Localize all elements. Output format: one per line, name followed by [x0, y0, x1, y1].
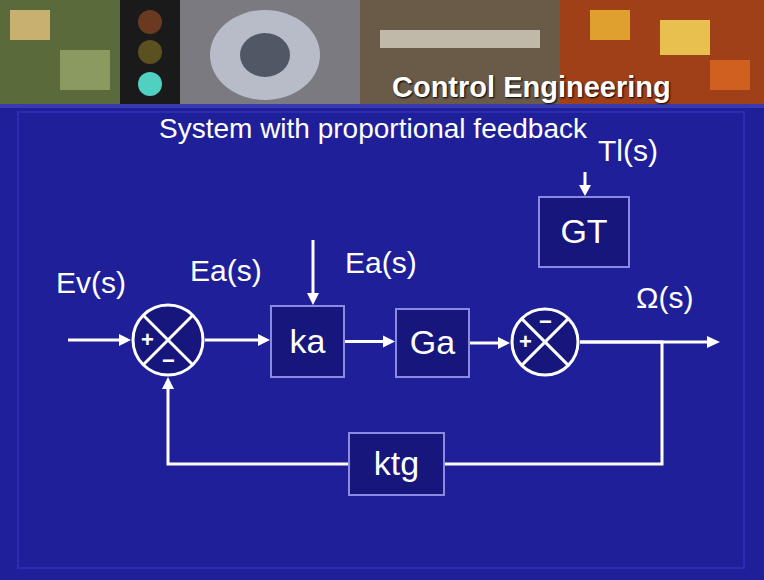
summing-junction: +− [510, 307, 580, 377]
lamp [138, 10, 162, 34]
disturbance-arrow [584, 172, 587, 186]
signal-line [162, 377, 348, 464]
block-box: GT [538, 196, 630, 268]
sign-symbol: − [539, 311, 552, 333]
arrow-head [307, 293, 319, 305]
signal-line [345, 336, 395, 348]
lamp [138, 72, 162, 96]
input-arrow [68, 339, 120, 342]
signal-line [205, 334, 270, 346]
transfer-function: ka [290, 323, 326, 360]
banner-ground [0, 0, 764, 106]
block-box: ktg [348, 432, 445, 496]
arrow-head [119, 334, 131, 346]
transfer-function: ktg [374, 445, 419, 482]
transfer-function: Ga [410, 324, 455, 361]
photo-detail [590, 10, 630, 40]
slide-title: System with proportional feedback [159, 114, 587, 145]
lens-photo [240, 33, 290, 77]
block-box: ka [270, 305, 345, 378]
photo-panel [0, 0, 120, 106]
transfer-function: GT [560, 213, 607, 250]
photo-detail [710, 60, 750, 90]
photo-detail [660, 20, 710, 55]
banner-edge [0, 104, 764, 108]
arrow-head [579, 185, 591, 196]
sign-symbol: + [141, 329, 154, 351]
signal-name: Ea(s) [190, 254, 262, 287]
block-box: Ga [395, 308, 470, 378]
photo-detail [380, 30, 540, 48]
summing-junction: +− [131, 303, 205, 377]
photo-panel [180, 0, 360, 106]
signal-line [470, 337, 510, 349]
signal-name: Ea(s) [345, 246, 417, 279]
input-arrow [312, 240, 315, 294]
signal-name: Ω(s) [636, 281, 693, 314]
slide-frame [18, 112, 744, 568]
arrow-head [707, 336, 720, 348]
traffic-light [120, 0, 180, 106]
signal-name: Ev(s) [56, 266, 126, 299]
signal-name: Tl(s) [598, 134, 658, 167]
banner-logo-text: Control Engineering [392, 72, 671, 104]
photo-detail [10, 10, 50, 40]
photo-detail [60, 50, 110, 90]
sign-symbol: + [519, 331, 532, 353]
sign-symbol: − [162, 350, 175, 372]
lamp [138, 40, 162, 64]
lens-photo [210, 10, 320, 100]
